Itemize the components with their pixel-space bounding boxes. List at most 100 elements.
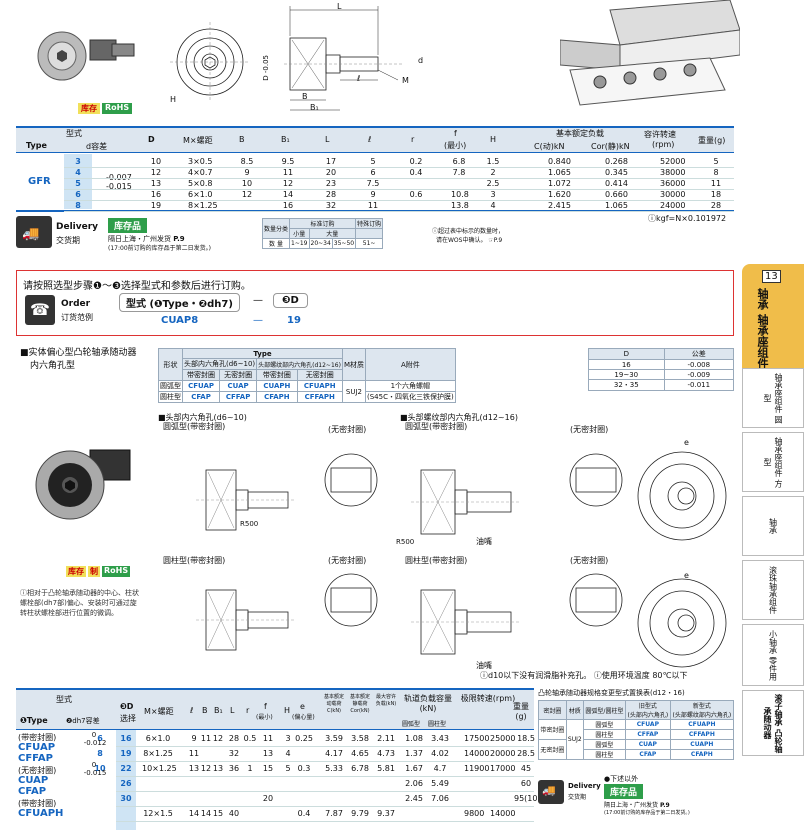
bottom-cell-s1: 14000 [464, 749, 490, 758]
bottom-cell-l: 11 [188, 749, 200, 758]
bottom-cell-ta: 2.45 [405, 794, 423, 803]
side-tab-4[interactable]: 小轴承 零件用 [742, 624, 804, 686]
top-cell-d: 6 [75, 190, 81, 199]
top-cell-Cor: 0.414 [605, 179, 628, 188]
top-cell-M: 6×1.0 [188, 190, 213, 199]
bth-track: 轨道负载容量(kN) [404, 694, 452, 713]
top-cell-D: 12 [150, 168, 162, 177]
top-cell-rpm: 24000 [660, 201, 686, 210]
side-tab-3[interactable]: 滚珠轴承组件 [742, 560, 804, 620]
th-L: L [325, 135, 330, 144]
top-cell-r: 0.4 [409, 168, 423, 177]
top-row-line [64, 200, 734, 201]
bottom-cell-Cor: 9.79 [351, 809, 369, 818]
stock-label: 库存品 [108, 218, 148, 233]
top-front-view-drawing: H [150, 10, 270, 115]
top-cell-B1: 11 [282, 168, 294, 177]
bottom-cell-f: 15 [262, 764, 274, 773]
top-cell-C: 0.840 [548, 157, 571, 166]
phone-icon: ☎ [25, 295, 55, 325]
bottom-cell-s2: 25000 [490, 734, 516, 743]
cyl-seal-label: 圆柱型(带密封圈) [163, 556, 226, 565]
bottom-cell-f: 20 [262, 794, 274, 803]
stock-badge: 库存 [78, 103, 100, 114]
top-cell-L: 20 [325, 168, 337, 177]
bth-C: 基本额定动载荷C(kN) [323, 694, 344, 714]
top-cell-Cor: 1.065 [605, 201, 628, 210]
top-spec-table: 型式 Type d容差 D M×螺距 B B₁ L ℓ r f (最小) H 基… [16, 126, 734, 212]
product-subtitle: 内六角孔型 [30, 361, 76, 371]
bth-B: B [202, 706, 208, 715]
top-cell-r: 0.2 [409, 157, 423, 166]
screw-head-title: ■头部螺纹部内六角孔(d12~16) [400, 413, 518, 422]
bottom-row-line [116, 821, 534, 822]
dim-B1: B₁ [310, 103, 319, 112]
bth-D: ❸D [120, 702, 134, 711]
chapter-tab[interactable]: 13 轴承 轴承座组件 [742, 264, 804, 386]
order-label: Order [61, 299, 91, 309]
order-dash: — [253, 295, 263, 306]
bottom-cell-tc: 5.49 [431, 779, 449, 788]
bottom-cell-l: 13 [188, 764, 200, 773]
tol-lower: -0.015 [106, 182, 132, 191]
top-cell-d: 5 [75, 179, 81, 188]
bottom-cell-w: 95(105) [514, 794, 546, 803]
shipping-text: 隔日上海・广州发货 P.9 [108, 235, 185, 243]
top-cell-w: 5 [713, 157, 719, 166]
no-seal-label-3: (无密封圈) [328, 556, 367, 565]
dim-d: d [418, 56, 424, 65]
bth-f: f [264, 702, 267, 711]
bottom-cell-B1: 13 [212, 764, 224, 773]
btype-a-2: CFUAPH [18, 808, 64, 819]
top-cell-d: 4 [75, 168, 81, 177]
bottom-cell-ta: 2.06 [405, 779, 423, 788]
bottom-cell-f: 11 [262, 734, 274, 743]
change-title: 凸轮轴承随动器规格变更型式置换表(d12・16) [538, 689, 685, 697]
top-cell-Cor: 0.268 [605, 157, 628, 166]
top-cell-f: 7.8 [452, 168, 466, 177]
th-type: Type [26, 141, 47, 150]
side-tab-0[interactable]: 轴承座组件 圆型 [742, 368, 804, 428]
delivery-label-cn-2: 交货期 [568, 794, 587, 801]
top-cell-M: 5×0.8 [188, 179, 213, 188]
bottom-cell-s2: 20000 [490, 749, 516, 758]
side-tab-2[interactable]: 轴承 [742, 496, 804, 556]
bottom-cell-ta: 1.08 [405, 734, 423, 743]
top-cell-rpm: 38000 [660, 168, 686, 177]
btype-a-0: CFUAP [18, 742, 56, 753]
th-load: 基本额定负载 [556, 129, 604, 138]
bth-e: e [300, 702, 305, 711]
th-speed: 容许转速 [644, 130, 676, 139]
bottom-cell-s1: 11900 [464, 764, 490, 773]
th-H: H [490, 135, 497, 144]
bottom-row-line [116, 791, 534, 792]
arc-seal-label-2: 圆弧型(带密封圈) [405, 422, 468, 431]
bottom-cell-M: 12×1.5 [143, 809, 173, 818]
except-label: ●下述以外 [604, 775, 639, 783]
bottom-cell-r: 0.5 [243, 734, 257, 743]
th-r: r [411, 135, 415, 144]
qty-note-2: 请在WOS中确认。 ☞P.9 [436, 237, 503, 244]
bottom-cell-l: 14 [188, 809, 200, 818]
bottom-row-line [116, 806, 534, 807]
qty-note-1: ⓘ超过表中标示的数量时， [432, 228, 505, 235]
type-name: GFR [28, 176, 51, 187]
bottom-cell-H: 3 [285, 734, 291, 743]
top-row-line [64, 178, 734, 179]
top-cell-B1: 16 [282, 201, 294, 210]
dim-D: D -0.05 [262, 55, 270, 81]
hex-head-title: ■头部内六角孔(d6~10) [158, 413, 247, 422]
bottom-cell-D: 19 [120, 749, 132, 758]
bottom-cell-ta: 1.67 [405, 764, 423, 773]
th-B1: B₁ [281, 135, 290, 144]
side-tab-1[interactable]: 轴承座组件 方型 [742, 432, 804, 492]
side-tab-5[interactable]: 滚子轴承 凸轮轴承随动器 [742, 690, 804, 756]
example-type: CUAP8 [161, 315, 199, 326]
order-third: ❸D [273, 293, 308, 308]
bottom-cell-ta: 1.37 [405, 749, 423, 758]
bth-speed: 极限转速(rpm) [460, 694, 516, 703]
top-cell-l: 9 [370, 190, 376, 199]
top-row-line [64, 167, 734, 168]
